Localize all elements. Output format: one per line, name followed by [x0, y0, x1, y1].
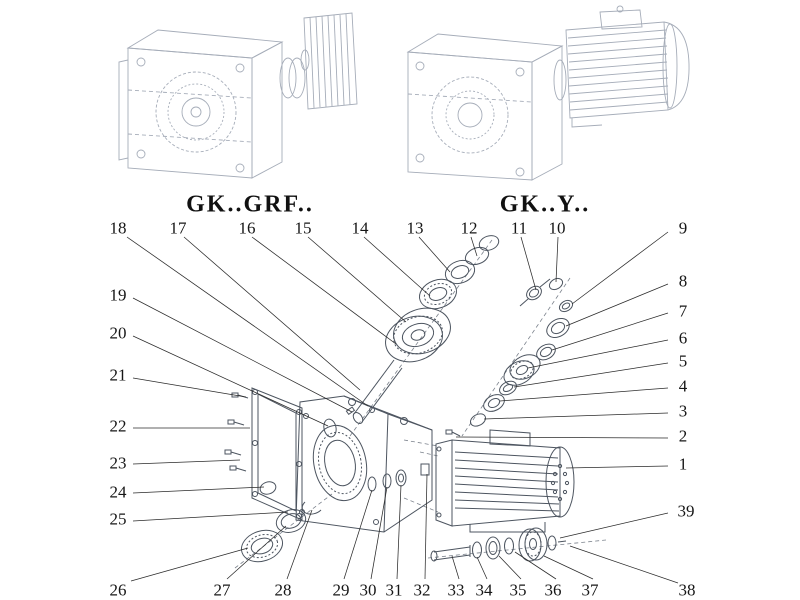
flange-bolts	[224, 392, 249, 472]
callout-9: 9	[678, 218, 688, 238]
callout-1: 1	[678, 454, 688, 474]
callout-14: 14	[351, 218, 369, 238]
callout-4: 4	[678, 376, 688, 396]
callout-25: 25	[109, 509, 127, 529]
callout-6: 6	[678, 328, 688, 348]
callout-34: 34	[475, 580, 493, 600]
callout-37: 37	[581, 580, 599, 600]
callout-26: 26	[109, 580, 127, 600]
callout-27: 27	[213, 580, 231, 600]
callout-35: 35	[509, 580, 527, 600]
callout-18: 18	[109, 218, 127, 238]
callout-17: 17	[169, 218, 187, 238]
callout-36: 36	[544, 580, 562, 600]
drawing-gk-y	[406, 5, 690, 181]
drawing-gk-grf	[118, 12, 358, 179]
callout-7: 7	[678, 301, 688, 321]
gearbox-housing	[295, 395, 433, 533]
callout-21: 21	[109, 365, 127, 385]
callout-29: 29	[332, 580, 350, 600]
callout-13: 13	[406, 218, 424, 238]
callout-30: 30	[359, 580, 377, 600]
leader-lines	[126, 231, 679, 584]
callout-19: 19	[109, 285, 127, 305]
callout-32: 32	[413, 580, 431, 600]
ring-gear-bearing	[240, 481, 322, 563]
callout-33: 33	[447, 580, 465, 600]
callout-24: 24	[109, 482, 127, 502]
callout-12: 12	[460, 218, 478, 238]
callout-11: 11	[510, 218, 528, 238]
callout-22: 22	[109, 416, 127, 436]
callout-28: 28	[274, 580, 292, 600]
exploded-view	[224, 235, 607, 569]
callout-16: 16	[238, 218, 256, 238]
assembly-axes	[234, 239, 607, 569]
input-gear	[385, 307, 451, 363]
callout-20: 20	[109, 323, 127, 343]
variant-label-gk-grf: GK..GRF..	[186, 191, 314, 218]
input-shaft	[323, 359, 403, 438]
input-bearings-rings	[419, 235, 500, 310]
callout-5: 5	[678, 351, 688, 371]
motor	[435, 429, 575, 533]
callout-8: 8	[678, 271, 688, 291]
callout-10: 10	[548, 218, 566, 238]
callout-2: 2	[678, 426, 688, 446]
callout-39: 39	[677, 501, 695, 521]
callout-38: 38	[678, 580, 696, 600]
mounting-flange	[251, 387, 303, 521]
callout-15: 15	[294, 218, 312, 238]
variant-label-gk-y: GK..Y..	[499, 191, 591, 218]
adapter-parts	[367, 429, 461, 492]
callout-23: 23	[109, 453, 127, 473]
pinion-cascade	[469, 277, 574, 427]
output-shaft-assembly	[430, 527, 567, 562]
callout-31: 31	[385, 580, 403, 600]
callout-3: 3	[678, 401, 688, 421]
